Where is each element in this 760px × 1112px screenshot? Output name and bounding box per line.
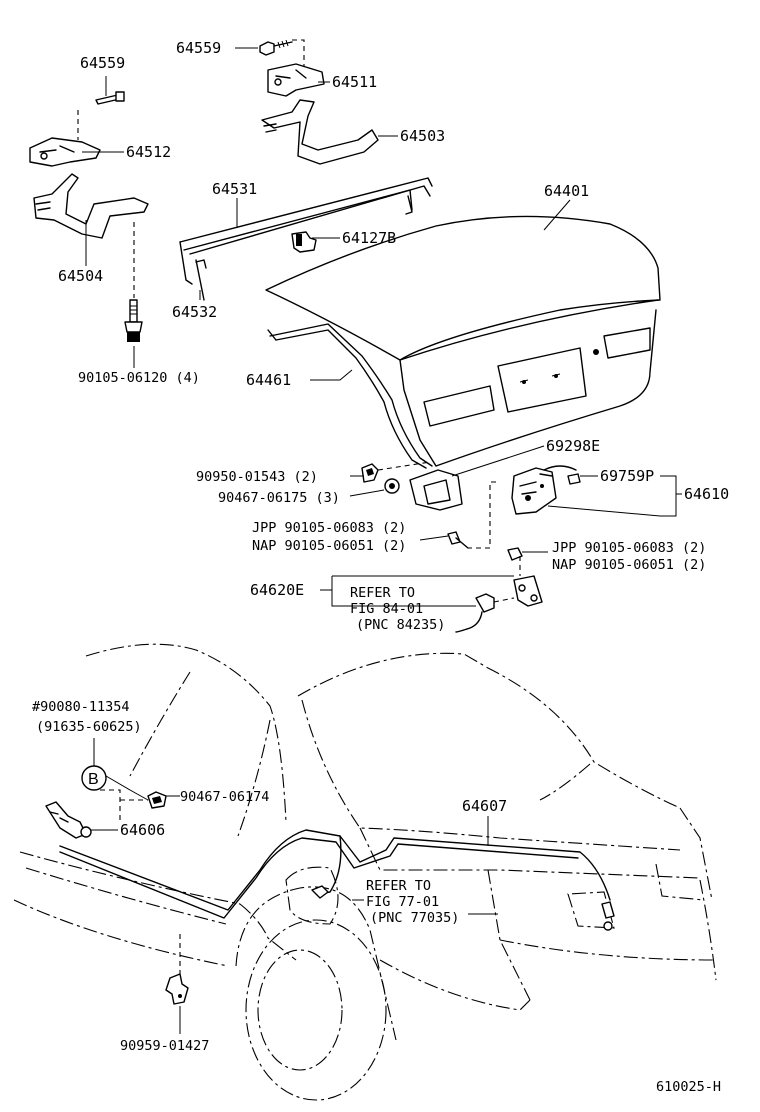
label-64512: 64512	[126, 143, 171, 161]
label-64401: 64401	[544, 182, 589, 200]
label-refer2-a: REFER TO	[366, 878, 431, 894]
bolt-left-90105	[447, 531, 461, 545]
footer-code: 610025-H	[656, 1079, 721, 1095]
hinge-arm-64503	[261, 99, 379, 165]
label-64606: 64606	[120, 821, 165, 839]
leader-lines-top	[82, 47, 682, 607]
leader-lines-bottom	[90, 795, 498, 915]
label-91635-60625: (91635-60625)	[36, 719, 142, 735]
label-90467-06174: 90467-06174	[180, 789, 269, 805]
label-64503: 64503	[400, 127, 445, 145]
label-64532: 64532	[172, 303, 217, 321]
label-64504: 64504	[58, 267, 103, 285]
hinge-right-group	[259, 39, 379, 165]
trunk-lid	[265, 215, 661, 467]
lever-64606	[45, 789, 167, 839]
label-64461: 64461	[246, 371, 291, 389]
hinge-bracket-64512	[29, 137, 101, 167]
label-90080-11354: #90080-11354	[32, 699, 130, 715]
label-nap-left: NAP 90105-06051 (2)	[252, 538, 406, 554]
label-jpp-right: JPP 90105-06083 (2)	[552, 540, 706, 556]
car-body	[13, 643, 717, 1101]
labels: 64559 64511 64559 64503 64512 64401 6453…	[32, 39, 729, 1095]
label-90105-06120: 90105-06120 (4)	[78, 370, 200, 386]
label-refer1-a: REFER TO	[350, 585, 415, 601]
label-64531: 64531	[212, 180, 257, 198]
hinge-bracket-64511	[267, 63, 325, 97]
label-64559-left: 64559	[80, 54, 125, 72]
label-64511: 64511	[332, 73, 377, 91]
lock-64610	[511, 467, 557, 515]
striker-64620E	[513, 575, 543, 607]
label-refer1-b: FIG 84-01	[350, 601, 423, 617]
label-nap-right: NAP 90105-06051 (2)	[552, 557, 706, 573]
label-refer1-c: (PNC 84235)	[356, 617, 445, 633]
clip-90959-01427	[165, 934, 189, 1034]
bolt-64559-top	[259, 39, 293, 56]
label-refer2-b: FIG 77-01	[366, 894, 439, 910]
lock-area	[361, 461, 581, 633]
label-refer2-c: (PNC 77035)	[370, 910, 459, 926]
label-90950-01543: 90950-01543 (2)	[196, 469, 318, 485]
label-64559-top: 64559	[176, 39, 221, 57]
torsion-bars	[179, 177, 433, 301]
hinge-arm-64504	[33, 173, 149, 239]
label-64607: 64607	[462, 797, 507, 815]
label-64610: 64610	[684, 485, 729, 503]
label-69759P: 69759P	[600, 467, 654, 485]
label-64620E: 64620E	[250, 581, 304, 599]
hinge-left-group	[29, 91, 149, 342]
bolt-right-90105	[507, 547, 523, 561]
label-69298E: 69298E	[546, 437, 600, 455]
cable-64607	[59, 829, 615, 931]
bolt-90105-06120	[124, 299, 143, 342]
callout-b-letter: B	[88, 771, 99, 788]
clip-64127B	[291, 231, 317, 253]
weatherstrip-64461	[269, 323, 433, 467]
connector-69759P	[567, 473, 581, 485]
label-90467-06175: 90467-06175 (3)	[218, 490, 340, 506]
label-90959-01427: 90959-01427	[120, 1038, 209, 1054]
label-64127B: 64127B	[342, 229, 396, 247]
label-jpp-left: JPP 90105-06083 (2)	[252, 520, 406, 536]
